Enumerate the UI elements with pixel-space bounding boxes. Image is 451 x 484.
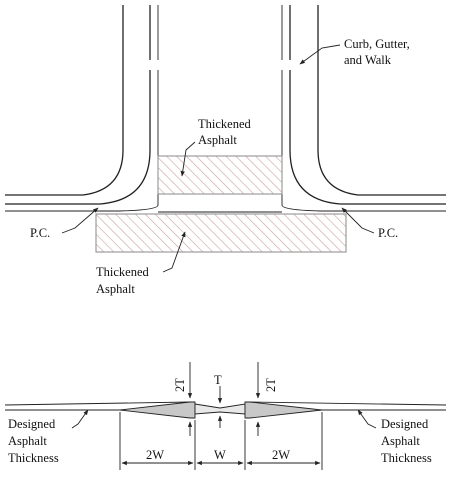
pc-right-leader [341,207,375,234]
section-right-taper [244,401,323,419]
designed-right-line-3: Thickness [381,451,432,465]
pc-right-label: P.C. [378,226,398,240]
lower-thickened-asphalt-area [95,213,347,253]
left-gutter-line [5,5,159,212]
upper-thickened-label-line-1: Thickened [198,117,252,131]
right-gutter-line [281,5,446,212]
designed-left-line-2: Asphalt [8,434,47,448]
dim-2t-left-label: 2T [173,378,187,392]
lower-thickened-leader [162,231,186,273]
section-left-taper [119,401,196,419]
dim-2w-right-label: 2W [272,448,290,462]
pc-left-leader [61,207,99,234]
section-center-joint [194,403,246,415]
dim-2w-left-label: 2W [146,448,164,462]
curb-label-line-2: and Walk [344,53,392,67]
right-curb-inner-line [289,5,446,205]
lower-thickened-label-line-2: Asphalt [96,282,135,296]
designed-left-line-3: Thickness [8,451,59,465]
section-left-pavement [4,401,191,411]
right-curb-outer-line [317,5,446,196]
curb-leader [299,44,341,65]
pc-left-label: P.C. [30,226,50,240]
left-curb-outer-line [5,5,124,196]
section-right-pavement [249,401,447,411]
designed-right-line-2: Asphalt [381,434,420,448]
lower-thickened-label-line-1: Thickened [96,265,150,279]
dim-t-label: T [214,373,222,387]
section-view: 2T T 2T 2W W 2W Designed Asphalt Thickne… [4,362,447,470]
upper-thickened-label-line-2: Asphalt [198,133,237,147]
designed-right-leader [357,409,377,429]
designed-left-leader [71,409,89,429]
dim-w-label: W [214,448,226,462]
curb-label-line-1: Curb, Gutter, [344,37,410,51]
designed-left-line-1: Designed [8,417,56,431]
left-curb-inner-line [5,5,151,205]
designed-right-line-1: Designed [381,417,429,431]
upper-thickened-leader [180,141,196,177]
plan-view: Curb, Gutter, and Walk Thickened Asphalt… [5,5,446,296]
dim-2t-right-label: 2T [264,378,278,392]
upper-thickened-asphalt-area [157,155,283,195]
